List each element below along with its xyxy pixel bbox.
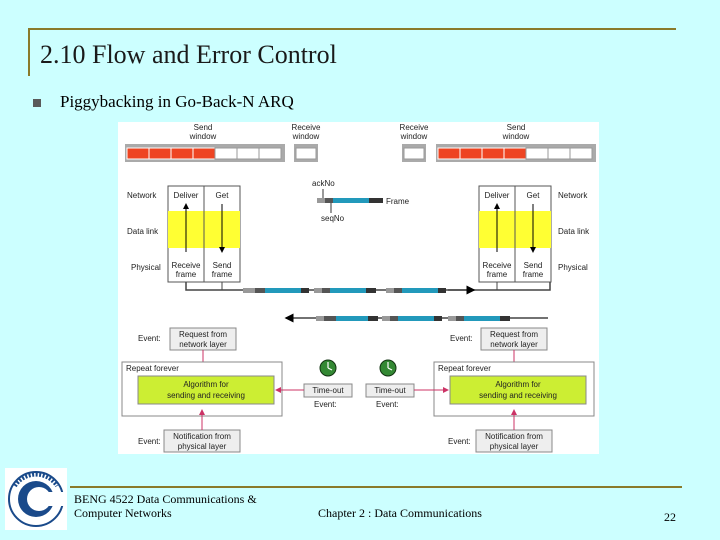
send-frame-right-2: frame: [523, 270, 544, 279]
deliver-left: Deliver: [174, 191, 199, 200]
seqno-label: seqNo: [321, 214, 345, 223]
get-right: Get: [527, 191, 541, 200]
layer-network-right: Network: [558, 191, 588, 200]
timeout-right-label: Time-out: [374, 386, 406, 395]
timeout-left-label: Time-out: [312, 386, 344, 395]
layer-physical-left: Physical: [131, 263, 161, 272]
send-window-label-right-1: Send: [507, 123, 526, 132]
university-logo: [5, 468, 67, 530]
title-rule-left: [28, 28, 30, 76]
layer-physical-right: Physical: [558, 263, 588, 272]
algorithm-right: [449, 375, 587, 405]
algorithm-right-line1: Algorithm for: [495, 380, 541, 389]
footer-course: BENG 4522 Data Communications & Computer…: [74, 492, 257, 520]
receive-window-label-right-1: Receive: [400, 123, 429, 132]
receive-window-label-left-2: window: [292, 132, 320, 141]
notification-right-line2: physical layer: [490, 442, 539, 451]
timeout-event-right: Event:: [376, 400, 399, 409]
footer-course-line1: BENG 4522 Data Communications &: [74, 492, 257, 506]
send-window-label-left-1: Send: [194, 123, 213, 132]
title-rule-top: [28, 28, 676, 30]
frame-legend: [317, 198, 383, 203]
receive-frame-left-1: Receive: [172, 261, 201, 270]
send-frame-left-2: frame: [212, 270, 233, 279]
layer-datalink-right: Data link: [558, 227, 590, 236]
frame-label: Frame: [386, 197, 410, 206]
notification-left-line2: physical layer: [178, 442, 227, 451]
frames-to-right: [243, 288, 446, 293]
event-label-right-bottom: Event:: [448, 437, 471, 446]
get-left: Get: [216, 191, 230, 200]
go-back-n-diagram: Send window Receive window Receive windo…: [118, 122, 599, 454]
request-network-left-line2: network layer: [179, 340, 227, 349]
send-window-right: [436, 144, 596, 162]
deliver-right: Deliver: [485, 191, 510, 200]
page-number: 22: [664, 510, 676, 524]
algorithm-left-line2: sending and receiving: [167, 391, 245, 400]
footer-chapter: Chapter 2 : Data Communications: [318, 506, 482, 520]
receive-window-left: [294, 144, 318, 162]
event-label-left-top: Event:: [138, 334, 161, 343]
footer-rule: [70, 486, 682, 488]
bullet-text: Piggybacking in Go-Back-N ARQ: [60, 92, 294, 111]
ackno-label: ackNo: [312, 179, 335, 188]
slide-title: 2.10 Flow and Error Control: [40, 40, 337, 69]
layer-datalink-left: Data link: [127, 227, 159, 236]
send-window-label-left-2: window: [189, 132, 217, 141]
layer-network-left: Network: [127, 191, 157, 200]
event-label-right-top: Event:: [450, 334, 473, 343]
send-frame-left-1: Send: [213, 261, 232, 270]
send-window-left: [125, 144, 285, 162]
receive-window-label-left-1: Receive: [292, 123, 321, 132]
algorithm-left: [137, 375, 275, 405]
request-network-right-line1: Request from: [490, 330, 538, 339]
send-window-label-right-2: window: [502, 132, 530, 141]
receive-window-right: [402, 144, 426, 162]
clock-icon-right: [379, 359, 397, 377]
algorithm-left-line1: Algorithm for: [183, 380, 229, 389]
receive-frame-left-2: frame: [176, 270, 197, 279]
event-label-left-bottom: Event:: [138, 437, 161, 446]
repeat-forever-left-label: Repeat forever: [126, 364, 179, 373]
notification-left-line1: Notification from: [173, 432, 231, 441]
receive-frame-right-2: frame: [487, 270, 508, 279]
receive-window-label-right-2: window: [400, 132, 428, 141]
request-network-right-line2: network layer: [490, 340, 538, 349]
repeat-forever-right-label: Repeat forever: [438, 364, 491, 373]
frames-to-left: [316, 316, 510, 321]
request-network-left-line1: Request from: [179, 330, 227, 339]
bullet-square-icon: [33, 99, 41, 107]
receive-frame-right-1: Receive: [483, 261, 512, 270]
timeout-event-left: Event:: [314, 400, 337, 409]
send-frame-right-1: Send: [524, 261, 543, 270]
algorithm-right-line2: sending and receiving: [479, 391, 557, 400]
notification-right-line1: Notification from: [485, 432, 543, 441]
footer-course-line2: Computer Networks: [74, 506, 172, 520]
clock-icon-left: [319, 359, 337, 377]
